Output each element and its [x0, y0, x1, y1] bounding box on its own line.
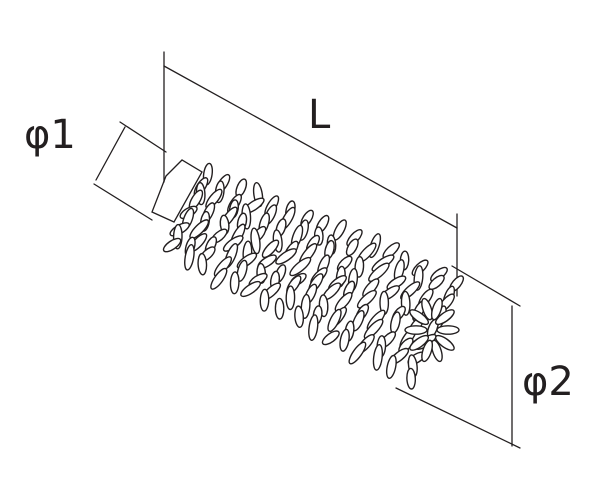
diameter-2-dimension: [395, 265, 521, 449]
bristle: [308, 314, 319, 341]
bristle: [289, 256, 312, 277]
diameter-2-extension-bottom: [395, 387, 521, 449]
bristle: [240, 280, 262, 298]
bristle: [285, 285, 296, 311]
shaft-outline: [151, 159, 203, 223]
bristle: [389, 311, 401, 334]
bristle-tip: [421, 297, 434, 321]
diameter-1-label: φ1: [24, 112, 76, 158]
bristle-tip: [404, 325, 428, 335]
bristle-tip: [421, 339, 434, 363]
bristle: [261, 239, 280, 259]
diameter-1-dimension: [93, 121, 167, 221]
bristle: [406, 367, 417, 390]
bristle-tip: [430, 297, 443, 321]
bristle: [368, 262, 390, 283]
bristle: [250, 227, 261, 255]
diameter-2-extension-top: [451, 265, 521, 307]
bristle-tip: [434, 334, 455, 351]
bristle-tip: [409, 334, 430, 351]
bristle: [197, 252, 208, 276]
bristle: [275, 248, 297, 265]
bristle: [321, 330, 340, 346]
bristle-tip: [409, 309, 430, 326]
bristle: [372, 343, 384, 371]
bristle: [385, 354, 397, 379]
bristle: [348, 341, 367, 365]
bristle: [428, 274, 445, 290]
bristle: [259, 288, 270, 312]
bristle: [162, 237, 182, 253]
bristle-tip: [436, 325, 460, 335]
bristle: [356, 289, 377, 309]
bristle: [210, 267, 228, 290]
bristle: [339, 328, 350, 352]
diameter-2-label: φ2: [522, 359, 574, 405]
bristle-tip: [430, 339, 443, 363]
brush-shaft: [151, 159, 203, 223]
diameter-1-dimension-line: [95, 126, 126, 181]
diameter-1-extension-top: [119, 121, 167, 153]
bristle: [274, 297, 285, 320]
bristle: [184, 243, 195, 271]
bristle: [327, 308, 342, 333]
bristle-tip: [434, 309, 455, 326]
length-label: L: [308, 92, 331, 138]
bristle: [294, 305, 305, 328]
diameter-1-extension-bottom: [93, 183, 153, 221]
brush-bristles: [162, 162, 465, 390]
bristle: [300, 293, 311, 319]
length-dimension-line: [163, 65, 458, 229]
bristle: [229, 271, 240, 295]
bristle: [345, 238, 359, 257]
